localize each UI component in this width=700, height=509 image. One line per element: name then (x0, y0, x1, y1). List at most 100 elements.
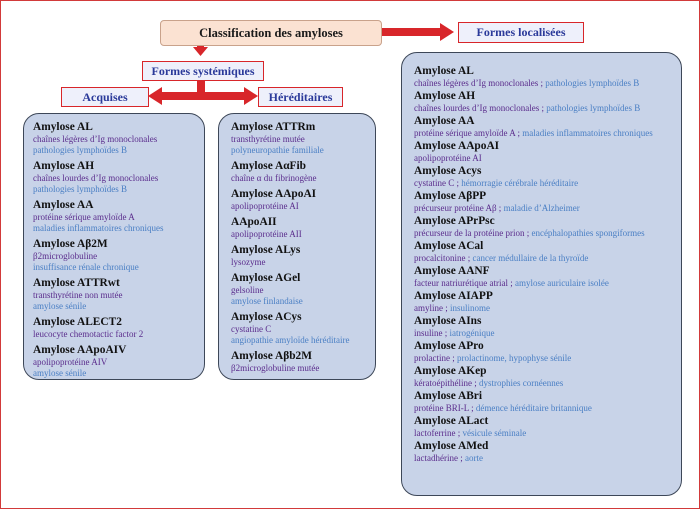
precursor-protein: lactadhérine ; (414, 453, 463, 463)
amylose-name: Amylose ATTRwt (33, 277, 120, 289)
amylose-description: lactoferrine ; vésicule séminale (414, 428, 653, 439)
precursor-protein: chaînes lourdes d’Ig monoclonales (33, 173, 159, 183)
amylose-description: facteur natriurétique atrial ; amylose a… (414, 278, 653, 289)
amylose-name: Amylose AL (414, 65, 474, 77)
amylose-description: amylose sénile (33, 368, 163, 379)
precursor-protein: cystatine C ; (414, 178, 459, 188)
arrow-down-systemiques (193, 44, 208, 56)
amylose-description: chaînes lourdes d’Ig monoclonales (33, 173, 163, 184)
amylose-name: Amylose Acys (414, 165, 482, 177)
amylose-description: transthyrétine non mutée (33, 290, 163, 301)
associated-disease: insulinome (447, 303, 490, 313)
precursor-protein: transthyrétine non mutée (33, 290, 123, 300)
precursor-protein: protéine BRI-L ; (414, 403, 474, 413)
associated-disease: amylose sénile (33, 301, 87, 311)
diagram-title: Classification des amyloses (160, 20, 382, 46)
amylose-description: lactadhérine ; aorte (414, 453, 653, 464)
precursor-protein: gelsoline (231, 285, 264, 295)
amylose-description: insuffisance rénale chronique (33, 262, 163, 273)
amylose-description: protéine sérique amyloïde A ; maladies i… (414, 128, 653, 139)
precursor-protein: β2microglobuline (33, 251, 98, 261)
precursor-protein: apolipoprotéine AII (231, 229, 302, 239)
precursor-protein: apolipoprotéine AIV (33, 357, 108, 367)
amylose-description: transthyrétine mutée (231, 134, 349, 145)
amylose-description: protéine sérique amyloïde A (33, 212, 163, 223)
amylose-description: précurseur de la protéine prion ; encéph… (414, 228, 653, 239)
amylose-name: Amylose AA (414, 115, 475, 127)
amylose-name: Amylose AApoAI (414, 140, 500, 152)
amylose-name: AApoAII (231, 216, 277, 228)
header-formes-systemiques: Formes systémiques (142, 61, 264, 81)
amylose-name: Amylose AβPP (414, 190, 487, 202)
arrow-split-acquises-hereditaires (148, 80, 258, 105)
precursor-protein: protéine sérique amyloïde A (33, 212, 135, 222)
associated-disease: pathologies lymphoïdes B (33, 145, 127, 155)
precursor-protein: insuline ; (414, 328, 448, 338)
precursor-protein: précurseur protéine Aβ ; (414, 203, 502, 213)
amylose-description: apolipoprotéine AI (414, 153, 653, 164)
associated-disease: aorte (462, 453, 483, 463)
associated-disease: iatrogénique (447, 328, 495, 338)
amylose-description: lysozyme (231, 257, 349, 268)
associated-disease: amylose finlandaise (231, 296, 303, 306)
amylose-name: Amylose AIns (414, 315, 482, 327)
amylose-description: cystatine C ; hémorragie cérébrale héréd… (414, 178, 653, 189)
amylose-name: Amylose ALECT2 (33, 316, 122, 328)
associated-disease: maladies inflammatoires chroniques (33, 223, 164, 233)
precursor-protein: prolactine ; (414, 353, 455, 363)
precursor-protein: facteur natriurétique atrial ; (414, 278, 513, 288)
amylose-description: insuline ; iatrogénique (414, 328, 653, 339)
precursor-protein: chaîne α du fibrinogène (231, 173, 317, 183)
amylose-name: Amylose AApoAIV (33, 344, 127, 356)
header-formes-localisees: Formes localisées (458, 22, 584, 43)
associated-disease: démence héréditaire britannique (473, 403, 592, 413)
associated-disease: cancer médullaire de la thyroïde (470, 253, 589, 263)
panel-acquises (23, 113, 205, 380)
amylose-name: Amylose Aβb2M (231, 350, 312, 362)
amylose-description: maladies inflammatoires chroniques (33, 223, 163, 234)
amylose-description: chaînes lourdes d’Ig monoclonales ; path… (414, 103, 653, 114)
amylose-description: kératoépithéline ; dystrophies cornéenne… (414, 378, 653, 389)
amylose-name: Amylose ACys (231, 311, 302, 323)
amylose-name: Amylose AL (33, 121, 93, 133)
amylose-name: Amylose ABri (414, 390, 483, 402)
associated-disease: encéphalopathies spongiformes (529, 228, 645, 238)
precursor-protein: chaînes légères d’Ig monoclonales (33, 134, 158, 144)
associated-disease: pathologies lymphoïdes B (542, 78, 640, 88)
precursor-protein: amyline ; (414, 303, 448, 313)
associated-disease: pathologies lymphoïdes B (33, 184, 127, 194)
amylose-description: amylose finlandaise (231, 296, 349, 307)
associated-disease: amylose sénile (33, 368, 87, 378)
amylose-description: chaînes légères d’Ig monoclonales ; path… (414, 78, 653, 89)
precursor-protein: procalcitonine ; (414, 253, 471, 263)
amylose-description: apolipoprotéine AI (231, 201, 349, 212)
amylose-name: Amylose AApoAI (231, 188, 317, 200)
associated-disease: pathologies lymphoïdes B (543, 103, 641, 113)
amylose-name: Amylose ALys (231, 244, 301, 256)
precursor-protein: protéine sérique amyloïde A ; (414, 128, 520, 138)
associated-disease: maladies inflammatoires chroniques (519, 128, 653, 138)
precursor-protein: transthyrétine mutée (231, 134, 305, 144)
